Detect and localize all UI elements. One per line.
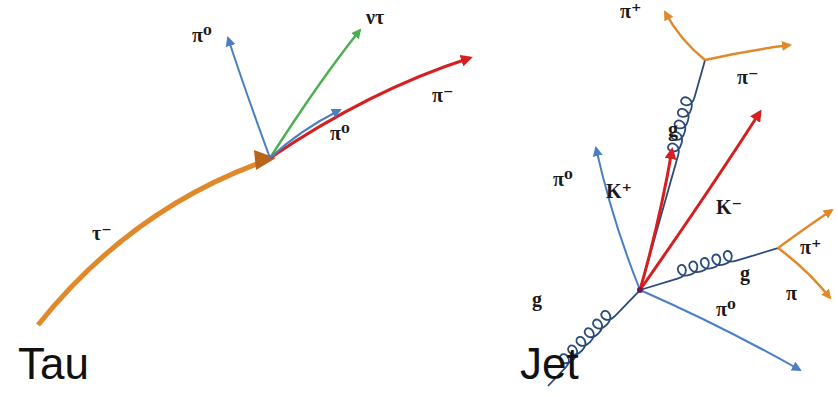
particle-label: π⁰ — [716, 298, 736, 320]
particle-label: π⁺ — [800, 236, 822, 258]
tau-track — [38, 162, 262, 325]
particle-label: π⁻ — [432, 84, 454, 106]
particle-label: g — [668, 118, 678, 140]
pion-track — [228, 38, 270, 158]
particle-label: π — [786, 282, 797, 304]
neutrino-track — [270, 30, 360, 158]
particle-label: K⁻ — [716, 196, 742, 218]
particle-label: τ⁻ — [92, 222, 112, 244]
gluon-line — [628, 57, 705, 290]
pion-track — [596, 148, 640, 290]
panel-title: Jet — [520, 340, 579, 388]
pion-track — [665, 12, 705, 60]
pion-track — [270, 58, 470, 158]
particle-label: π⁺ — [620, 0, 642, 22]
particle-label: π⁰ — [330, 122, 350, 144]
pion-track — [640, 290, 800, 370]
pion-track — [705, 45, 790, 60]
pion-track — [270, 110, 340, 158]
particle-label: ντ — [366, 6, 384, 28]
kaon-track — [640, 112, 760, 290]
particle-label: π⁻ — [737, 66, 759, 88]
panel-title: Tau — [18, 340, 89, 388]
particle-label: π⁰ — [553, 168, 573, 190]
vertex-dot — [637, 287, 643, 293]
particle-label: K⁺ — [606, 180, 632, 202]
particle-label: π⁰ — [192, 24, 212, 46]
particle-label: g — [740, 262, 750, 284]
particle-label: g — [532, 288, 542, 310]
